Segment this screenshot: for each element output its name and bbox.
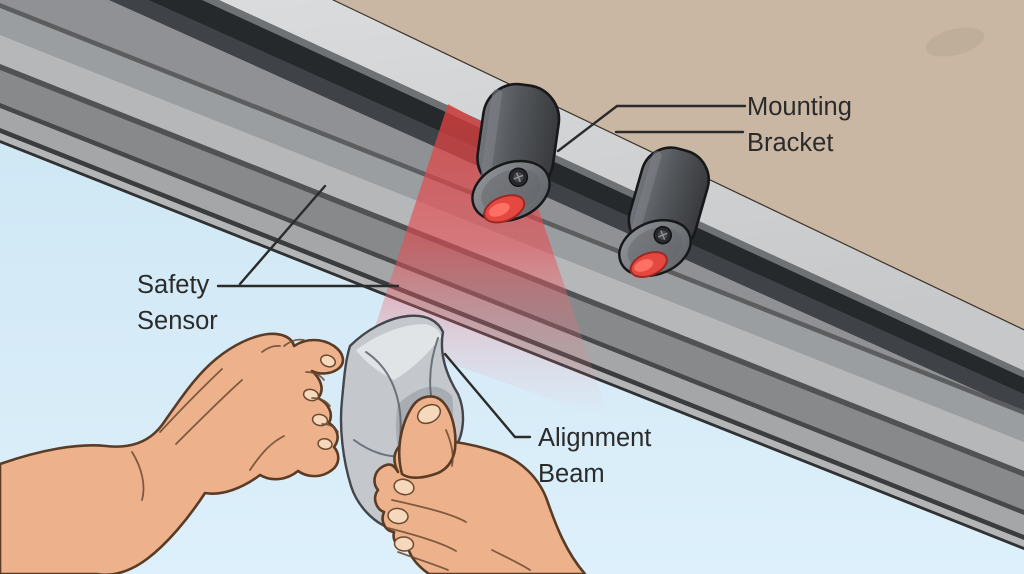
safety-sensor-left bbox=[471, 82, 561, 224]
upper-hand bbox=[0, 332, 345, 574]
safety-sensor-leader-diagonal bbox=[238, 184, 327, 286]
sensor-left-screw bbox=[508, 167, 529, 187]
label-alignment-beam-line2: Beam bbox=[538, 460, 605, 488]
label-alignment-beam-line1: Alignment bbox=[538, 424, 651, 452]
finger-nail bbox=[311, 413, 329, 427]
label-mounting-bracket-line2: Bracket bbox=[747, 129, 833, 157]
mounting-bracket-leader-1 bbox=[556, 104, 747, 153]
upper-hand-arm bbox=[0, 332, 345, 574]
index-nail bbox=[319, 354, 337, 368]
sensor-right-screw bbox=[653, 225, 673, 245]
thumb-nail bbox=[416, 403, 442, 425]
finger-nail bbox=[387, 507, 409, 525]
label-safety-sensor-line1: Safety bbox=[137, 271, 210, 299]
labels: Mounting Bracket Safety Sensor Alignment… bbox=[137, 93, 852, 488]
thumb bbox=[397, 395, 457, 479]
label-safety-sensor-line2: Sensor bbox=[137, 307, 218, 335]
leader-lines bbox=[216, 104, 747, 439]
panel-smudge bbox=[925, 27, 985, 57]
lower-hand bbox=[373, 395, 587, 574]
safety-sensor-right bbox=[618, 146, 710, 278]
finger-nail bbox=[393, 478, 415, 496]
label-mounting-bracket-line1: Mounting bbox=[747, 93, 852, 121]
cloth-highlight bbox=[356, 324, 441, 380]
finger-nail bbox=[393, 536, 415, 552]
alignment-beam-leader bbox=[443, 352, 532, 439]
finger-nail bbox=[317, 437, 333, 451]
